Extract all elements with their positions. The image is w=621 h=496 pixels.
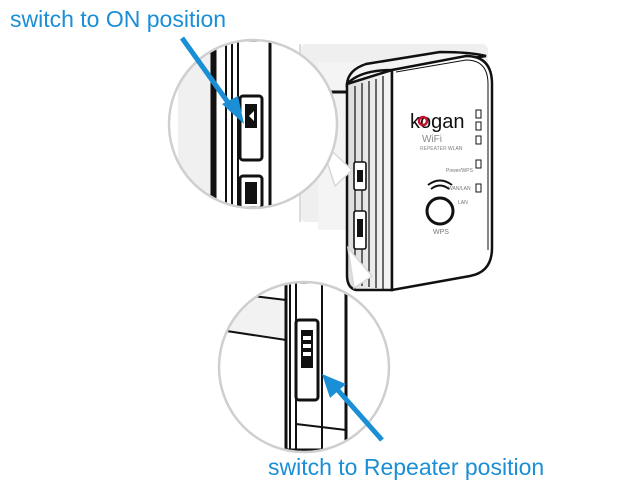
wps-button-icon: [425, 196, 455, 226]
arrow-icon: [179, 36, 244, 124]
led-power-wps: [475, 121, 482, 131]
logo-dot-icon: [417, 115, 429, 127]
led-label-lan: LAN: [458, 200, 468, 206]
led-lan: [475, 159, 482, 169]
arrow-icon-bottom: [322, 374, 384, 442]
led-label-wlan: WLAN: [448, 146, 463, 152]
device-front: [390, 54, 494, 292]
caption-switch-repeater: switch to Repeater position: [268, 454, 545, 480]
magnifier-top: [167, 38, 354, 210]
device-switches: [353, 161, 367, 250]
led-wan-lan: [475, 135, 482, 145]
led-label-power: Power/WPS: [446, 168, 474, 174]
wifi-text: WiFi: [422, 134, 442, 145]
caption-switch-on: switch to ON position: [10, 6, 227, 32]
wps-button[interactable]: [425, 179, 455, 226]
magnifier-bottom: [217, 245, 391, 454]
wps-signal-icon: [427, 179, 453, 190]
led-label-wanlan: WAN/LAN: [448, 186, 471, 192]
repeater-text: REPEATER: [420, 146, 447, 152]
led-extra: [475, 183, 482, 193]
led-indicator-strip: [475, 109, 482, 193]
led-wlan: [475, 109, 482, 119]
wps-label: WPS: [433, 229, 449, 236]
